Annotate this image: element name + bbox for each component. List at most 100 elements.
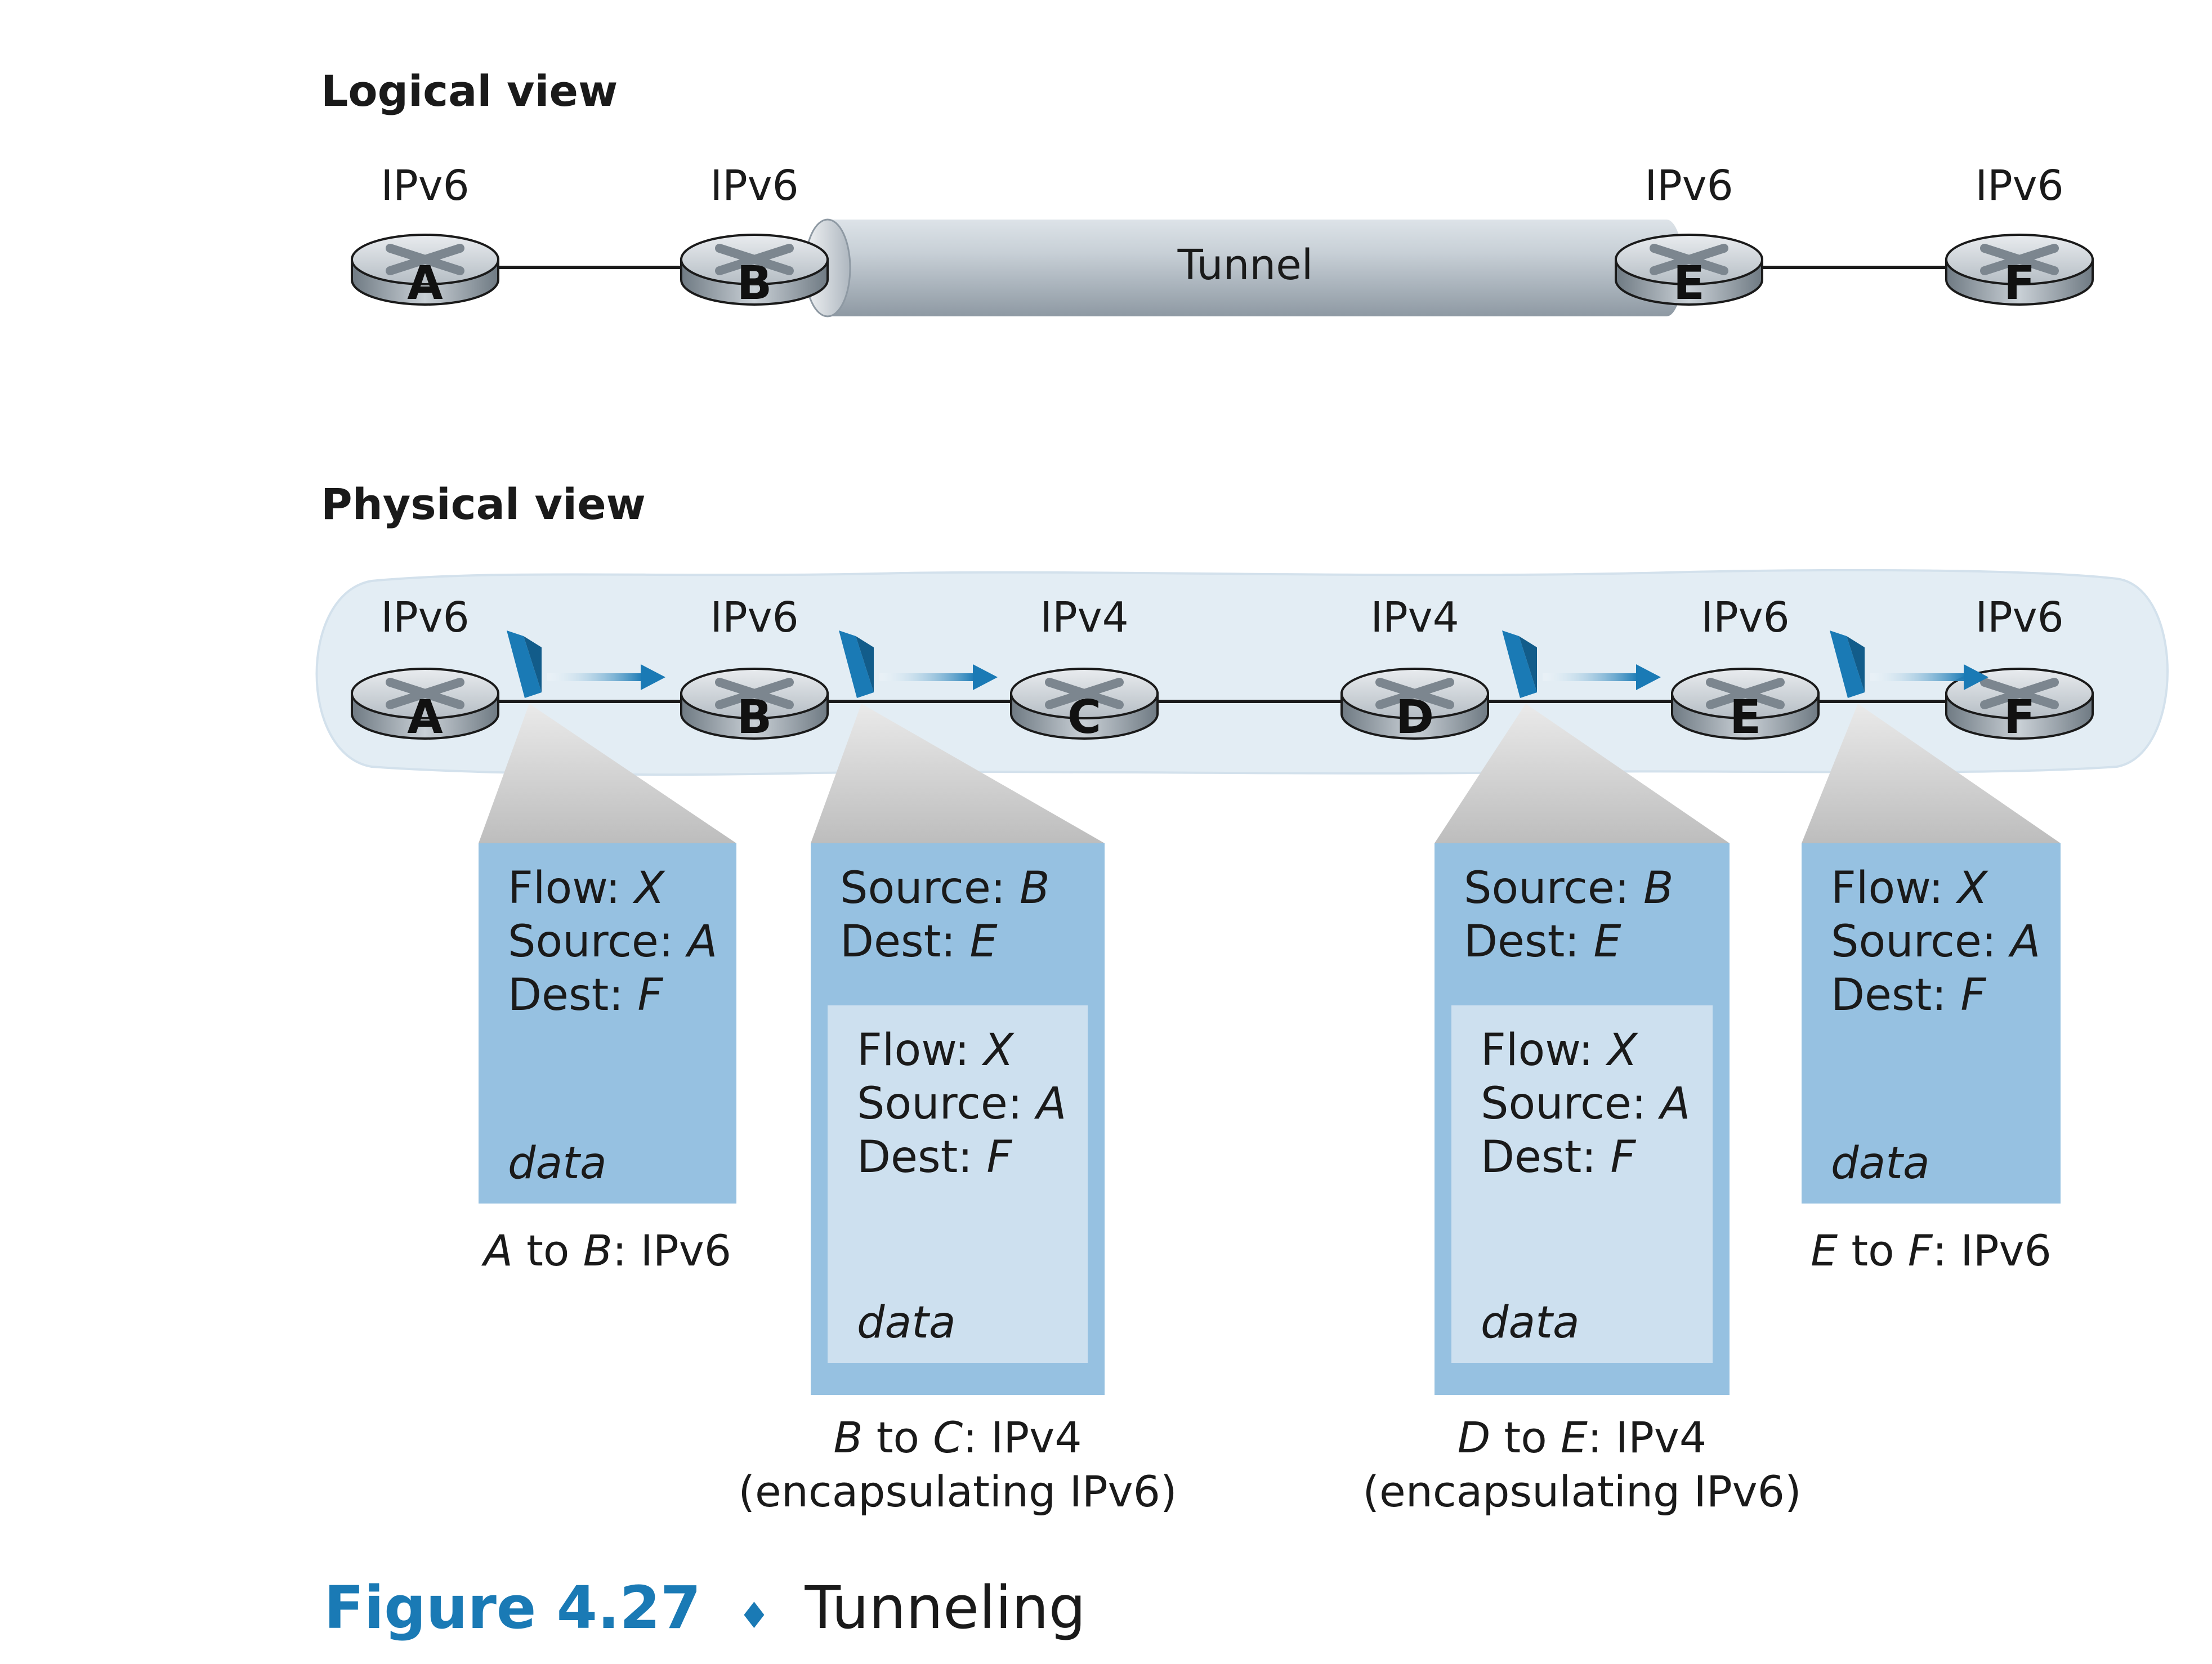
router-letter: F [2004, 257, 2035, 310]
field-label: Source: [1481, 1079, 1660, 1129]
caption-from: E [1811, 1225, 1838, 1276]
direction-arrow-shaft [547, 673, 643, 681]
physical-router-d: D [1342, 669, 1488, 744]
caption-protocol: : IPv4 [1588, 1412, 1706, 1462]
caption-to: E [1561, 1412, 1588, 1462]
direction-arrow-head [1636, 664, 1661, 690]
packet-wedge [811, 704, 1105, 843]
header-field: Dest: F [508, 970, 663, 1021]
router-letter: D [1396, 691, 1434, 744]
field-label: Source: [857, 1079, 1036, 1129]
field-value: A [685, 916, 717, 967]
logical-router-e: E [1616, 235, 1762, 310]
field-label: Dest: [857, 1132, 986, 1183]
router-protocol-label: IPv6 [1645, 162, 1733, 210]
router-protocol-label: IPv6 [1975, 593, 2063, 642]
field-label: Flow: [857, 1025, 984, 1076]
header-field: Source: A [508, 916, 717, 967]
router-letter: E [1673, 257, 1705, 310]
router-protocol-label: IPv4 [1370, 593, 1459, 642]
header-field: Source: A [1831, 916, 2040, 967]
caption-protocol: : IPv6 [1933, 1225, 2052, 1276]
router-letter: F [2004, 691, 2035, 744]
packet-inner-box [828, 1005, 1088, 1363]
caption-to-word: to [1838, 1225, 1908, 1276]
field-label: Flow: [1831, 863, 1958, 914]
direction-arrow-shaft [879, 673, 975, 681]
router-protocol-label: IPv6 [381, 593, 469, 642]
packet-marker-edge [856, 636, 874, 692]
figure-separator: ♦ [738, 1595, 770, 1637]
field-value: X [1955, 863, 1988, 914]
field-value: X [1605, 1025, 1638, 1076]
caption-from: B [833, 1412, 863, 1462]
packet-inner-box [1451, 1005, 1713, 1363]
packet-caption: B to C: IPv4 [833, 1412, 1082, 1462]
packet-wedge [479, 704, 736, 843]
router-letter: C [1067, 691, 1101, 744]
router-protocol-label: IPv6 [1701, 593, 1789, 642]
packet-marker-edge [1519, 636, 1537, 692]
field-value: F [986, 1132, 1012, 1183]
packet-caption-note: (encapsulating IPv6) [738, 1466, 1177, 1517]
packet-caption: E to F: IPv6 [1811, 1225, 2052, 1276]
field-value: F [637, 970, 663, 1021]
field-label: Dest: [1464, 916, 1593, 967]
payload-label: data [857, 1298, 956, 1348]
header-field: Dest: F [1481, 1132, 1636, 1183]
packet-wedge [1802, 704, 2061, 843]
logical-router-f: F [1946, 235, 2093, 310]
field-label: Source: [1464, 863, 1643, 914]
tunnel: Tunnel [804, 218, 1683, 317]
packet-marker-edge [1847, 636, 1865, 692]
router-protocol-label: IPv6 [1975, 162, 2063, 210]
payload-label: data [1831, 1138, 1930, 1189]
physical-router-a: A [352, 669, 498, 744]
packet-outer-box [1802, 843, 2061, 1204]
header-field: Dest: E [1464, 916, 1621, 967]
field-label: Flow: [1481, 1025, 1607, 1076]
packet-outer-box [479, 843, 736, 1204]
header-field: Flow: X [1831, 863, 1988, 914]
field-value: A [1034, 1079, 1066, 1129]
logical-router-b: B [681, 235, 828, 310]
field-label: Source: [1831, 916, 2010, 967]
payload-label: data [508, 1138, 607, 1189]
caption-to: F [1908, 1225, 1933, 1276]
header-field: Flow: X [508, 863, 665, 914]
field-label: Flow: [508, 863, 634, 914]
physical-router-f: F [1946, 669, 2093, 744]
field-label: Dest: [1831, 970, 1960, 1021]
field-value: A [1657, 1079, 1690, 1129]
direction-arrow-head [1964, 664, 1988, 690]
packet-in-transit [1830, 630, 1988, 698]
caption-protocol: : IPv4 [963, 1412, 1082, 1462]
field-value: B [1643, 863, 1674, 914]
header-field: Flow: X [1481, 1025, 1638, 1076]
packet-caption-note: (encapsulating IPv6) [1362, 1466, 1801, 1517]
header-field: Source: B [1464, 863, 1674, 914]
header-field: Dest: F [1831, 970, 1986, 1021]
caption-protocol: : IPv6 [613, 1225, 731, 1276]
packet-in-transit [507, 630, 665, 698]
header-field: Flow: X [857, 1025, 1015, 1076]
caption-from: A [481, 1225, 513, 1276]
packet-wedge [1435, 704, 1730, 843]
field-value: E [1593, 916, 1621, 967]
figure-caption: Figure 4.27 ♦ Tunneling [310, 1573, 1094, 1642]
router-letter: B [737, 257, 772, 310]
figure-title: Tunneling [805, 1573, 1086, 1642]
router-protocol-label: IPv6 [710, 593, 798, 642]
field-value: E [969, 916, 998, 967]
header-field: Dest: E [840, 916, 998, 967]
header-field: Source: B [840, 863, 1050, 914]
router-letter: B [737, 691, 772, 744]
packet-caption: A to B: IPv6 [481, 1225, 731, 1276]
direction-arrow-shaft [1543, 673, 1638, 681]
router-protocol-label: IPv4 [1040, 593, 1128, 642]
field-value: X [632, 863, 665, 914]
